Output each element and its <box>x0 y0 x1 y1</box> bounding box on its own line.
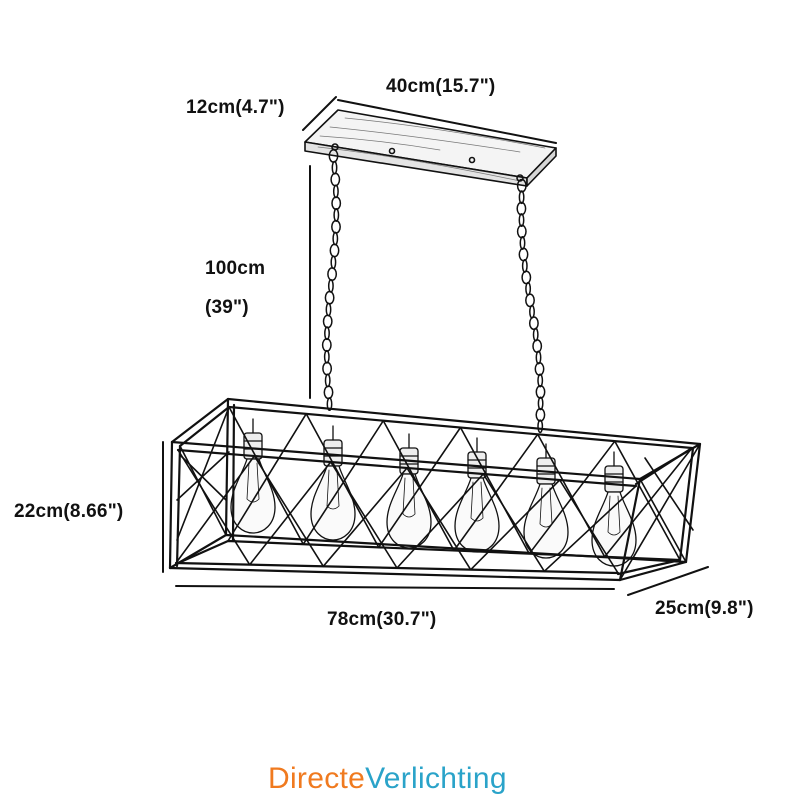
lattice-bar <box>459 426 531 555</box>
cage-lattice <box>175 406 693 574</box>
chain-link <box>535 350 542 365</box>
chain-link <box>331 160 338 175</box>
bulb <box>386 433 432 549</box>
lattice-bar <box>302 419 385 546</box>
chain-link <box>525 293 535 308</box>
chain-link <box>323 385 334 400</box>
lattice-bar <box>482 473 546 573</box>
bulb <box>454 437 500 553</box>
lattice-bar <box>528 440 616 555</box>
chain-link <box>518 190 525 205</box>
chain-link <box>534 362 545 376</box>
chain-link <box>528 316 539 331</box>
chain-link <box>331 196 342 211</box>
lattice-bar <box>377 426 462 549</box>
height-label: 22cm(8.66") <box>14 501 124 522</box>
dimension-lines <box>162 96 709 596</box>
chain-link <box>525 281 532 296</box>
chain-link <box>535 407 546 422</box>
lattice-bar <box>453 433 539 552</box>
chain-link <box>321 338 332 352</box>
top-width-label: 40cm(15.7") <box>386 76 496 97</box>
chain-link <box>322 361 333 376</box>
chain-link <box>518 247 529 262</box>
lattice-bar <box>227 412 308 542</box>
lattice-bar <box>177 449 251 566</box>
chain-link <box>325 302 332 317</box>
chain-link <box>327 278 334 293</box>
chain-link <box>330 255 337 270</box>
chain-link <box>529 304 535 319</box>
lattice-bar <box>613 440 681 561</box>
ceiling-canopy <box>304 109 557 187</box>
chain-link <box>516 178 527 193</box>
chain-link <box>324 373 331 388</box>
chain-length-cm-label: 100cm <box>205 258 266 279</box>
chain-right <box>516 178 546 434</box>
chain-length-inch-label: (39") <box>205 297 249 318</box>
chain-link <box>532 327 539 342</box>
chain-link <box>519 236 526 250</box>
chain-link <box>537 419 544 434</box>
top-width-dimension-line <box>337 99 557 144</box>
depth-label: 25cm(9.8") <box>655 598 754 619</box>
top-depth-dimension-line <box>302 96 337 131</box>
lattice-bar <box>248 461 332 566</box>
brand-logo-part1: Directe <box>268 762 366 795</box>
chain-link <box>323 349 330 364</box>
lattice-bar <box>396 473 485 569</box>
chain-left <box>321 148 342 412</box>
top-depth-label: 12cm(4.7") <box>186 97 285 118</box>
lattice-bar <box>382 419 455 552</box>
depth-dimension-line <box>627 566 709 596</box>
chain-link <box>518 213 525 228</box>
lattice-bar <box>175 455 256 564</box>
chain-link <box>329 243 340 258</box>
lattice-bar <box>322 467 408 568</box>
chain-link <box>535 384 546 399</box>
lattice-bar <box>603 447 693 558</box>
brand-logo-part2: Verlichting <box>365 762 507 795</box>
chain-link <box>327 267 338 282</box>
length-dimension-line <box>175 585 615 590</box>
lattice-bar <box>536 433 606 558</box>
bulb <box>523 443 569 559</box>
chain-link <box>333 208 340 222</box>
chain-link <box>322 314 333 329</box>
lattice-bar <box>469 479 561 571</box>
chain-link <box>332 184 339 199</box>
brand-logo: DirecteVerlichting <box>268 762 507 796</box>
chain-link <box>516 224 527 239</box>
lattice-bar <box>228 406 305 546</box>
chain-link <box>324 326 330 341</box>
chain-link <box>326 397 333 412</box>
chain-link <box>324 290 335 305</box>
chain-link <box>537 396 544 411</box>
chain-link <box>331 219 341 234</box>
chain-link <box>330 172 341 187</box>
chain-link <box>537 373 544 388</box>
chain-link <box>532 339 543 354</box>
chain-link <box>521 270 532 285</box>
chain-link <box>332 231 339 246</box>
chain-link <box>521 258 528 273</box>
length-label: 78cm(30.7") <box>327 609 437 630</box>
chain-link <box>516 201 527 216</box>
lattice-bar <box>305 412 380 549</box>
